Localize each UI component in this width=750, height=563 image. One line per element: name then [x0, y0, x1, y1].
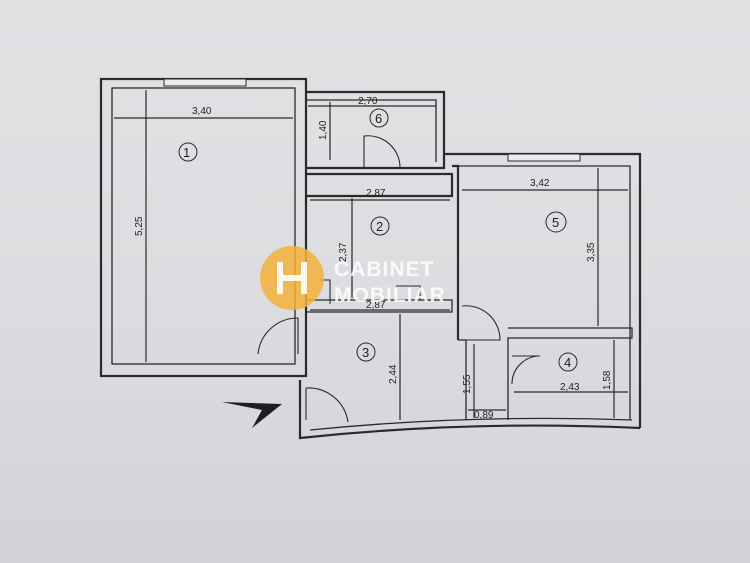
room4-number-circle [558, 352, 578, 372]
room4-door [511, 355, 541, 385]
room-numbers: 1 2 3 4 5 6 [178, 108, 578, 372]
room5-window [507, 153, 581, 162]
room2-number-circle [370, 216, 390, 236]
room4-width-label: 2,43 [560, 382, 580, 393]
room1-number-circle [178, 142, 198, 162]
room2-number: 2 [376, 219, 383, 234]
watermark: CABINET MOBILIAR [260, 246, 446, 310]
room1-outer-wall [99, 77, 308, 378]
room5-length-label: 3,35 [586, 242, 597, 262]
room2-width-label: 2,87 [366, 188, 386, 199]
watermark-line2: MOBILIAR [334, 284, 446, 307]
room1-window [163, 78, 247, 87]
room2-top-wall [306, 172, 454, 198]
room5-inner-wall [458, 165, 631, 420]
north-arrow-icon [222, 402, 282, 428]
room1-length-label: 5,25 [134, 216, 145, 236]
room1-door [257, 317, 299, 355]
dimension-lines [114, 90, 628, 420]
room6-inner-wall [306, 99, 437, 162]
center-partition [452, 164, 460, 340]
room1-inner-wall [111, 87, 296, 365]
room3-number: 3 [362, 345, 369, 360]
room6-width-label: 2,70 [358, 96, 378, 107]
room6-number: 6 [375, 111, 382, 126]
room1-number: 1 [183, 145, 190, 160]
room4-number: 4 [564, 355, 571, 370]
room3-width-label: 2,87 [366, 300, 386, 311]
room6-number-circle [369, 108, 389, 128]
bottom-wall [298, 380, 641, 440]
room3-number-circle [356, 342, 376, 362]
watermark-line1: CABINET [334, 258, 434, 281]
room5-width-label: 3,42 [530, 178, 550, 189]
dimension-labels: 3,40 5,25 2,70 1,40 2,87 2,37 2,87 2,44 … [134, 96, 613, 421]
room6-wall [306, 90, 446, 170]
watermark-logo-mark [277, 262, 307, 294]
room2-length-label: 2,37 [338, 242, 349, 262]
room2-bottom-wall [306, 299, 453, 313]
room4-wall [507, 327, 633, 420]
room6-length-label: 1,40 [318, 120, 329, 140]
room3-length-label: 2,44 [388, 364, 399, 384]
room5-door [461, 305, 501, 341]
entry-door [305, 387, 349, 423]
walls [99, 77, 642, 440]
room1-width-label: 3,40 [192, 106, 212, 117]
room6-door [363, 135, 401, 169]
room4-length-label: 1,58 [602, 370, 613, 390]
room3-left-wall [296, 312, 307, 377]
room3-step-label: 1,55 [462, 374, 473, 394]
room3-bottom-label: 0,89 [474, 410, 494, 421]
room5-number-circle [545, 211, 567, 233]
bottom-inner-wall [309, 417, 633, 431]
room5-number: 5 [552, 215, 559, 230]
doors [257, 135, 541, 423]
